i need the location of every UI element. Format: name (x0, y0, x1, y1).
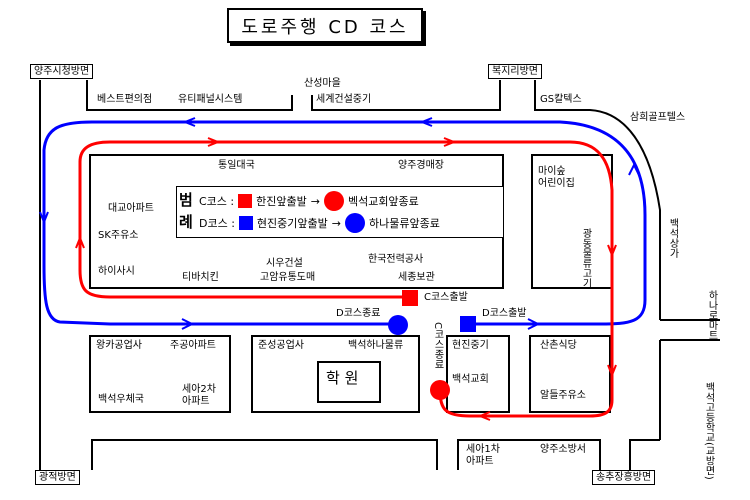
legend-c-end: 벡석교회앞종료 (347, 195, 419, 208)
legend-d-start: 현진중기앞출발 (256, 217, 328, 230)
label-sejong: 세종보관 (398, 272, 435, 283)
label-sanseong: 산성마을 (304, 78, 341, 89)
block-junseong (251, 335, 420, 413)
label-utility: 유티패널시스템 (178, 94, 243, 105)
label-best-convenience: 베스트편의점 (97, 94, 153, 105)
label-siwoo-2: 고암유통도매 (260, 272, 316, 283)
label-samhui: 삼희골프텔스 (630, 112, 686, 123)
label-sea2-2: 아파트 (182, 396, 210, 407)
label-gwangdong: 광동물류고기 (580, 228, 591, 288)
arrow-right-icon: → (331, 216, 341, 230)
legend-heading: 범례 (179, 191, 193, 231)
c-end-marker-label: C코스종료 (432, 322, 443, 369)
label-junseong: 준성공업사 (258, 340, 304, 351)
c-course-route (78, 140, 614, 418)
legend-c-start: 한진앞출발 (256, 195, 307, 208)
d-course-arrows (39, 117, 640, 330)
label-baekseok-bank: 백석우체국 (98, 394, 144, 405)
legend-c-label: C코스 : (199, 195, 235, 208)
c-start-square-icon (238, 194, 253, 208)
road-south-right (457, 439, 601, 470)
d-start-square-icon (238, 216, 253, 230)
d-end-circle-icon (344, 213, 365, 233)
label-sanchon: 산촌식당 (540, 340, 577, 351)
road-north-upper (86, 80, 293, 111)
road-lines (39, 80, 720, 470)
label-baekseok-school: 백석고등학교(교방면) (703, 382, 714, 480)
d-start-marker-label: D코스출발 (482, 308, 527, 319)
label-aldeul: 알들주유소 (540, 390, 586, 401)
label-maumsup-2: 어린이집 (538, 178, 575, 189)
legend-d-row: D코스 : 현진중기앞출발 → 하나물류앞종료 (199, 213, 440, 233)
legend: 범례 C코스 : 한진앞출발 → 벡석교회앞종료 D코스 : 현진중기앞출발 →… (176, 186, 504, 238)
road-gs-curve (534, 80, 661, 320)
page-title: 도로주행 CD 코스 (227, 8, 423, 43)
direction-gwangjeok: 광적방면 (35, 470, 80, 485)
label-tivachi: 티바치킨 (182, 272, 219, 283)
legend-d-label: D코스 : (199, 217, 235, 230)
road-south (91, 439, 438, 470)
c-start-marker-label: C코스출발 (424, 292, 468, 303)
label-wangka: 왕카공업사 (96, 340, 142, 351)
label-segye: 세계건설중기 (316, 94, 372, 105)
c-course-arrows (75, 137, 617, 421)
label-baekseok-church: 백석교회 (452, 374, 489, 385)
label-sea2-1: 세아2차 (182, 384, 216, 395)
label-tongil: 통일대국 (218, 160, 255, 171)
blocks (89, 154, 613, 413)
label-yangju-auction: 양주경매장 (398, 160, 444, 171)
d-course-route (42, 120, 647, 326)
block-sanchon (529, 335, 611, 413)
label-siwoo-1: 시우건설 (266, 258, 303, 269)
c-end-circle-icon (323, 191, 344, 211)
direction-yangju-city: 양주시청방면 (30, 64, 94, 79)
d-start-marker-icon (460, 316, 476, 332)
block-hakwon (317, 361, 381, 403)
label-jugong: 주공아파트 (170, 340, 216, 351)
label-sea1-2: 아파트 (466, 456, 494, 467)
label-kepco: 한국전력공사 (368, 254, 424, 265)
direction-songchu: 송추장흥방면 (592, 470, 656, 485)
legend-c-row: C코스 : 한진앞출발 → 벡석교회앞종료 (199, 191, 419, 211)
road-north-upper-right (311, 80, 501, 111)
label-haisashi: 하이사시 (98, 266, 135, 277)
label-maumsup-1: 마이숲 (538, 166, 566, 177)
label-sea1-1: 세아1차 (466, 444, 500, 455)
label-baekseok-hana: 백석하나물류 (348, 340, 404, 351)
d-end-marker-icon (388, 315, 408, 335)
d-end-marker-label: D코스종료 (336, 308, 381, 319)
label-gs: GS칼텍스 (540, 94, 582, 105)
c-end-marker-icon (430, 380, 450, 400)
direction-welfare: 복지리방면 (488, 64, 542, 79)
label-yangju-fire: 양주소방서 (540, 444, 586, 455)
label-daegyo: 대교아파트 (108, 203, 154, 214)
block-hyunjin (446, 335, 510, 413)
c-start-marker-icon (402, 290, 418, 306)
label-sk: SK주유소 (98, 230, 139, 241)
legend-d-end: 하나물류앞종료 (368, 217, 440, 230)
block-wangka (89, 335, 231, 413)
label-hana-mart: 하나로마트 (706, 290, 717, 340)
arrow-right-icon: → (310, 194, 320, 208)
label-hyunjin: 현진중기 (452, 340, 489, 351)
label-baekseok-mart: 백석상가 (667, 218, 678, 258)
label-hakwon: 학 원 (326, 369, 359, 387)
road-south-east (629, 439, 660, 470)
